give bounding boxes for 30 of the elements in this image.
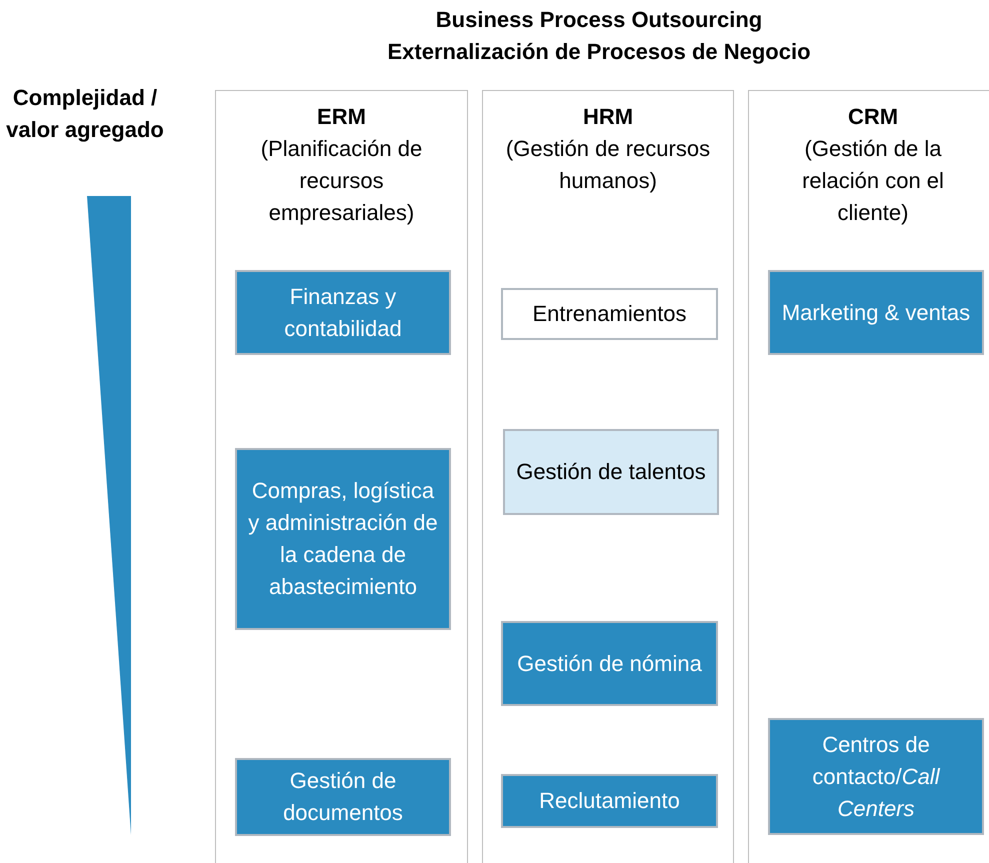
process-box xyxy=(235,270,451,355)
column-panel xyxy=(215,90,468,863)
box-label: Gestión de documentos xyxy=(282,767,404,827)
process-box xyxy=(501,774,718,828)
box-label: Gestión de nómina xyxy=(516,650,703,678)
column-heading: ERM xyxy=(316,103,367,131)
box-label: Marketing & ventas xyxy=(780,298,972,327)
axis-label: Complejidad / valor agregado xyxy=(5,84,165,144)
column-panel xyxy=(748,90,989,863)
process-box xyxy=(503,429,719,515)
box-label: Reclutamiento xyxy=(538,787,681,815)
box-label: Entrenamientos xyxy=(531,300,688,328)
process-box xyxy=(768,718,984,835)
box-label: Compras, logística y administración de la cadena de abastecimiento xyxy=(247,477,439,601)
column-heading: CRM xyxy=(846,103,900,131)
column-subheading: (Gestión de la relación con el cliente) xyxy=(801,135,945,227)
process-box xyxy=(235,758,451,836)
subtitle: Externalización de Procesos de Negocio xyxy=(386,38,812,66)
process-box xyxy=(501,288,718,340)
column-panel xyxy=(482,90,734,863)
box-label: Finanzas y contabilidad xyxy=(283,282,403,342)
column-subheading: (Planificación de recursos empresariales) xyxy=(260,135,424,227)
column-heading: HRM xyxy=(582,103,634,131)
box-label: Gestión de talentos xyxy=(515,458,707,486)
process-box xyxy=(235,448,451,630)
process-box xyxy=(501,621,718,706)
process-box xyxy=(768,270,984,355)
title: Business Process Outsourcing xyxy=(434,6,764,34)
column-subheading: (Gestión de recursos humanos) xyxy=(504,135,712,195)
box-label: Centros de contacto/Call Centers xyxy=(811,730,942,822)
